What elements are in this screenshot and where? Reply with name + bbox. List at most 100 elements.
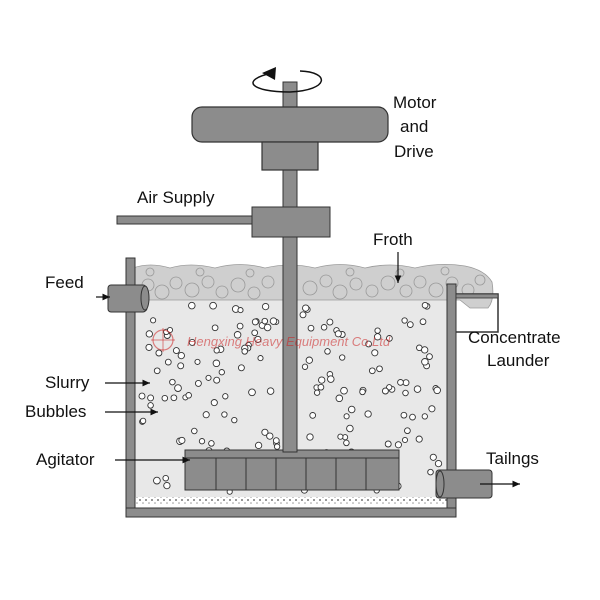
- bubble: [428, 405, 436, 413]
- bubble: [191, 427, 198, 435]
- motor-label-line1: Motor: [393, 93, 437, 112]
- bubble: [198, 438, 206, 445]
- bubble: [205, 374, 212, 381]
- bubble: [177, 362, 185, 370]
- shaft: [282, 81, 298, 453]
- bubble: [327, 375, 335, 383]
- bubble: [266, 387, 275, 395]
- bubble: [427, 468, 434, 476]
- bubble: [153, 367, 161, 375]
- bubble: [305, 356, 313, 364]
- bubble: [261, 428, 269, 436]
- bubble: [364, 410, 372, 418]
- bubble: [174, 384, 182, 392]
- bubble: [261, 317, 269, 325]
- bubble: [248, 388, 256, 397]
- bubble: [209, 301, 217, 310]
- bubble: [145, 330, 153, 338]
- bubble: [347, 405, 356, 414]
- bubble: [373, 333, 382, 341]
- bubble: [301, 363, 309, 370]
- bubble: [421, 346, 429, 354]
- bubble: [346, 424, 354, 433]
- bubble: [340, 386, 348, 395]
- bubbles-label: Bubbles: [25, 402, 86, 421]
- bubble: [210, 399, 218, 407]
- concentrate-launder-label: Concentrate Launder: [468, 328, 561, 370]
- air-supply-label: Air Supply: [137, 188, 215, 207]
- bubble: [237, 364, 245, 372]
- bubble: [324, 348, 331, 355]
- bubble: [138, 392, 146, 400]
- bubble: [273, 443, 281, 450]
- bubble: [221, 411, 228, 418]
- bubble: [155, 349, 163, 357]
- bubble: [337, 433, 344, 440]
- bubble: [343, 439, 350, 447]
- bubble: [161, 394, 169, 402]
- bubble: [402, 379, 410, 387]
- bubble: [257, 355, 264, 362]
- bubble: [254, 441, 263, 450]
- bubble: [147, 394, 155, 402]
- bubble: [326, 318, 334, 326]
- bubble: [194, 358, 201, 365]
- bubble: [421, 413, 428, 420]
- bubble: [397, 379, 404, 386]
- bubble: [254, 335, 262, 343]
- bubble: [386, 335, 393, 342]
- bubble: [164, 358, 172, 366]
- bubble: [237, 307, 244, 314]
- bubble: [194, 379, 202, 387]
- motor-label-line2: and: [400, 117, 428, 136]
- bubble: [371, 349, 379, 357]
- bubble: [343, 413, 350, 420]
- bubble: [384, 440, 392, 448]
- bubble: [302, 304, 310, 312]
- bubble: [313, 389, 321, 396]
- bubble: [222, 393, 229, 400]
- tank-walls: [125, 257, 457, 518]
- bubble: [320, 324, 328, 331]
- bubble: [406, 321, 414, 328]
- watermark-text: Hengxing Heavy Equipment Co.Ltd: [187, 334, 391, 349]
- motor-label-line3: Drive: [394, 142, 434, 161]
- bubble: [339, 354, 346, 361]
- bubble: [299, 311, 307, 319]
- bubble: [172, 347, 180, 355]
- bubble: [163, 481, 171, 490]
- watermark: Hengxing Heavy Equipment Co.Ltd: [151, 328, 391, 352]
- bubble: [421, 358, 429, 366]
- bubble: [272, 437, 280, 444]
- bubble: [213, 376, 221, 384]
- air-supply-pipe: [116, 206, 331, 238]
- bubble: [306, 433, 314, 441]
- bubble: [169, 378, 176, 386]
- bubble: [139, 417, 147, 425]
- tailings-pipe: [435, 469, 493, 499]
- bubble: [433, 386, 441, 395]
- agitator-label: Agitator: [36, 450, 95, 469]
- bubble: [202, 411, 210, 419]
- bubble: [261, 302, 270, 311]
- bubble: [153, 476, 161, 485]
- rotation-arrow-icon: [252, 67, 322, 93]
- bubble: [233, 331, 242, 339]
- bubble: [374, 327, 381, 334]
- bubble: [394, 441, 402, 449]
- bubble: [188, 301, 196, 310]
- bubble: [307, 324, 315, 332]
- bubble: [404, 427, 411, 435]
- bubble: [359, 388, 366, 396]
- bubble: [419, 318, 427, 326]
- bubble: [170, 394, 178, 402]
- bubble: [241, 348, 248, 355]
- bubble: [381, 387, 389, 395]
- bubble: [401, 317, 408, 324]
- bubble: [421, 301, 429, 309]
- motor-and-drive: [191, 106, 389, 171]
- bubble: [188, 338, 196, 346]
- froth-layer: [132, 264, 494, 309]
- bubble: [263, 323, 272, 332]
